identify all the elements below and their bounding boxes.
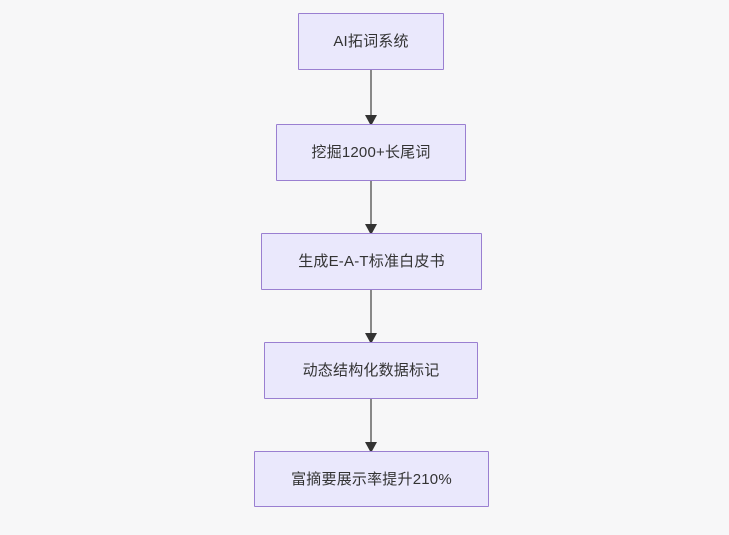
flow-node-label: 动态结构化数据标记: [302, 362, 440, 379]
edge-n4-n5: [361, 399, 381, 459]
flow-node-label: AI拓词系统: [333, 33, 409, 50]
flow-node-label: 挖掘1200+长尾词: [311, 144, 431, 161]
flow-node-generate-eat-whitepaper[interactable]: 生成E-A-T标准白皮书: [261, 233, 482, 290]
edge-n2-n3: [361, 181, 381, 241]
flow-node-ai-keyword-system[interactable]: AI拓词系统: [298, 13, 444, 70]
flow-node-label: 生成E-A-T标准白皮书: [298, 253, 445, 270]
edge-n3-n4: [361, 290, 381, 350]
edge-n1-n2: [361, 70, 381, 130]
flow-node-dynamic-structured-data[interactable]: 动态结构化数据标记: [264, 342, 478, 399]
flow-node-mine-longtail-keywords[interactable]: 挖掘1200+长尾词: [276, 124, 466, 181]
flow-node-rich-snippet-rate[interactable]: 富摘要展示率提升210%: [254, 451, 489, 507]
flow-node-label: 富摘要展示率提升210%: [291, 470, 452, 488]
